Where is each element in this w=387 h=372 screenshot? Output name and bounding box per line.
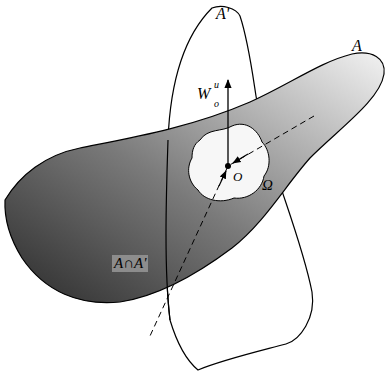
flow-arrow [233, 154, 248, 163]
surface-a [5, 53, 384, 303]
math-label: W [197, 86, 210, 102]
flow-arrow [219, 171, 226, 186]
surface-a-prime-front [166, 140, 170, 320]
intersection-line [150, 116, 314, 336]
math-label: u [214, 80, 219, 90]
unstable-manifold-arrow [227, 80, 228, 166]
fixed-point [225, 163, 231, 169]
region-omega [189, 124, 269, 201]
math-label: A' [216, 6, 229, 22]
math-label: Ω [262, 178, 273, 193]
math-label: o [214, 99, 219, 109]
math-label: A [352, 38, 362, 54]
math-label: A∩A' [112, 255, 148, 272]
math-label: O [233, 170, 242, 183]
